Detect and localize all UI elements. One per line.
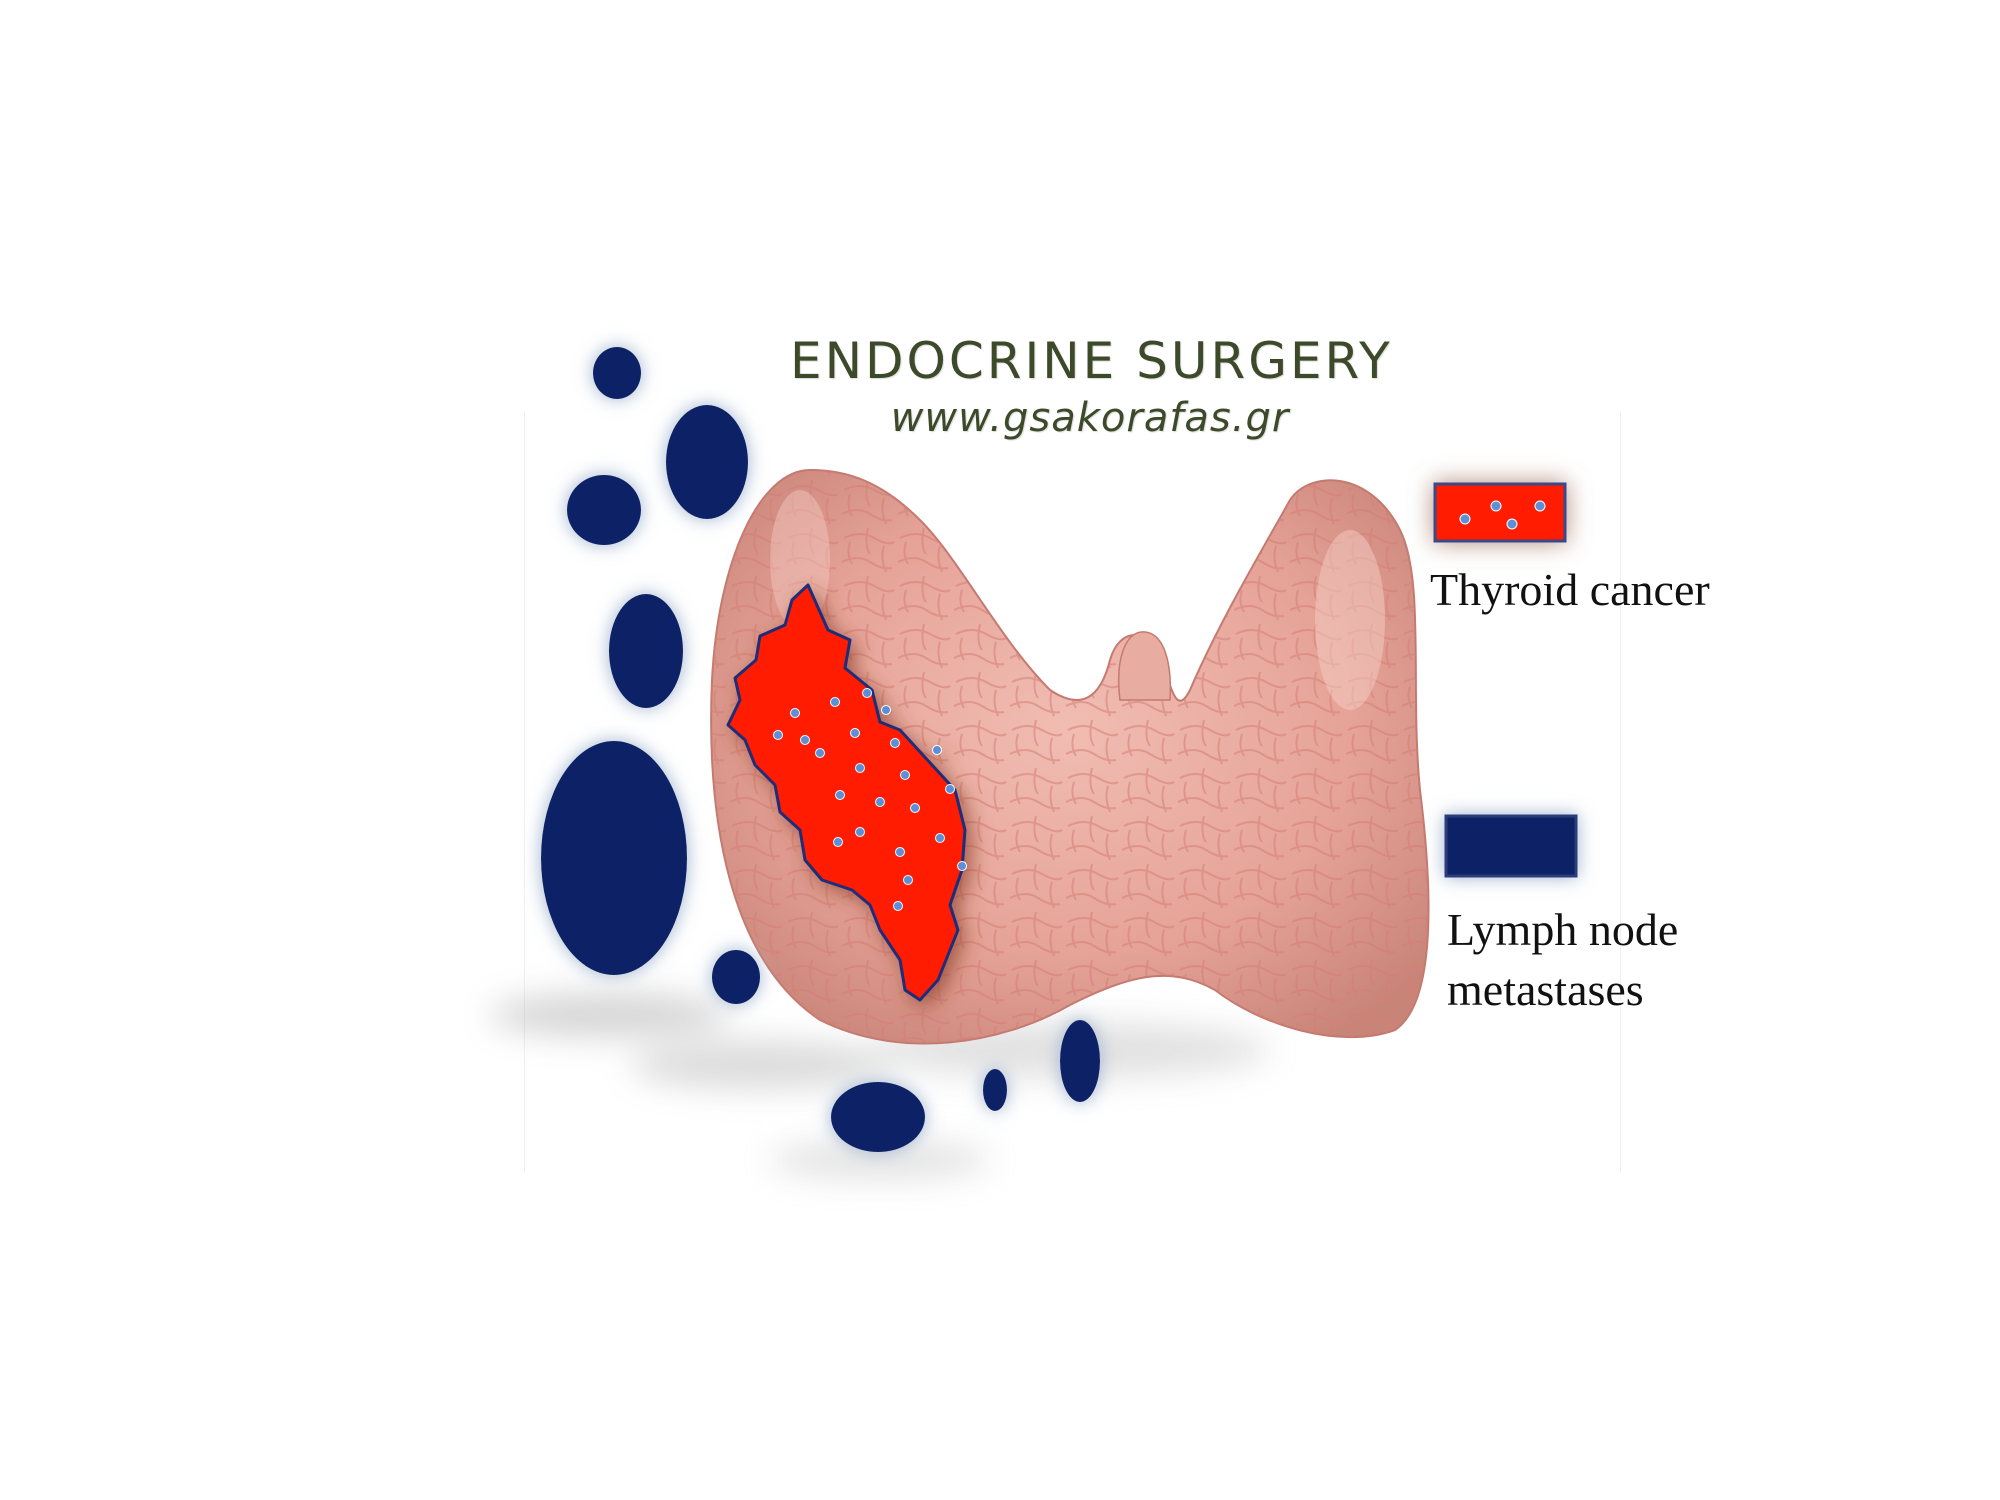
legend-cancer-label: Thyroid cancer bbox=[1430, 564, 1710, 615]
panel-right-edge bbox=[1620, 412, 1621, 1172]
legend-cancer-swatch bbox=[1433, 482, 1567, 543]
page-title: ENDOCRINE SURGERY bbox=[790, 332, 1393, 390]
lymph-node-oval bbox=[666, 405, 748, 519]
panel-left-edge bbox=[524, 412, 525, 1172]
legend-lymph-label-line1: Lymph node bbox=[1447, 904, 1679, 955]
lymph-node-oval bbox=[567, 475, 641, 545]
lymph-node-oval bbox=[831, 1082, 925, 1152]
lymph-node-oval bbox=[1060, 1020, 1100, 1102]
lymph-node-oval bbox=[983, 1069, 1007, 1111]
legend-lymph-swatch bbox=[1444, 814, 1578, 878]
lymph-node-oval bbox=[609, 594, 683, 708]
lymph-node-oval bbox=[712, 950, 760, 1004]
tumor-blob bbox=[726, 583, 967, 1002]
lymph-node-group bbox=[541, 347, 1100, 1152]
website-url: www.gsakorafas.gr bbox=[890, 395, 1290, 441]
lymph-node-oval bbox=[541, 741, 687, 975]
lymph-node-oval bbox=[593, 347, 641, 399]
legend-lymph-label-line2: metastases bbox=[1447, 964, 1644, 1015]
